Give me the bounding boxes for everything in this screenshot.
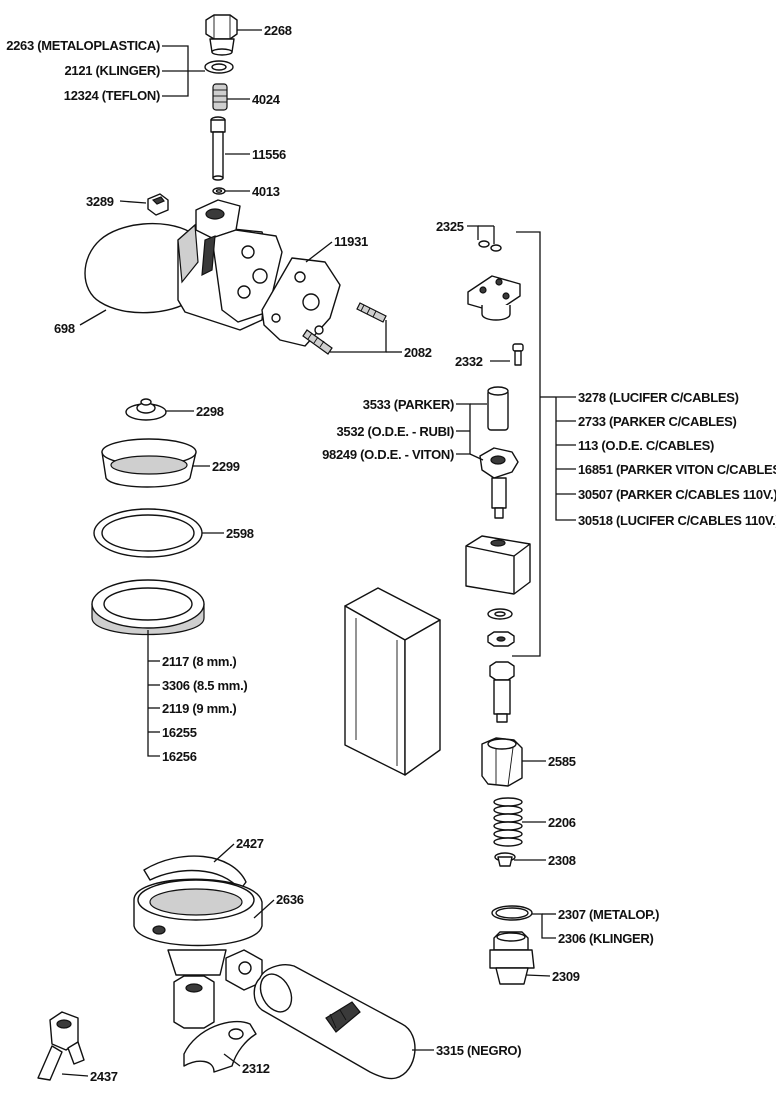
- part-spout-body: [173, 975, 215, 1029]
- part-group-body: [177, 199, 283, 331]
- part-valve-cap: [467, 275, 521, 321]
- label-3532: 3532 (O.D.E. - RUBI): [336, 424, 454, 439]
- label-30507: 30507 (PARKER C/CABLES 110V.): [578, 487, 776, 502]
- label-2263: 2263 (METALOPLASTICA): [6, 38, 160, 53]
- part-2332-screw: [512, 343, 524, 366]
- part-2082-studs: [302, 302, 387, 355]
- part-11556-shaft: [210, 116, 226, 181]
- label-2306: 2306 (KLINGER): [558, 931, 654, 946]
- part-2307-2306-washer: [491, 905, 533, 921]
- part-washer-2263-2121-12324: [204, 60, 234, 74]
- label-2308: 2308: [548, 853, 576, 868]
- label-2312: 2312: [242, 1061, 270, 1076]
- part-2308-plug: [494, 852, 516, 867]
- label-30518: 30518 (LUCIFER C/CABLES 110V.): [578, 513, 776, 528]
- label-3315: 3315 (NEGRO): [436, 1043, 521, 1058]
- label-2733: 2733 (PARKER C/CABLES): [578, 414, 737, 429]
- part-2268-plug: [205, 14, 238, 56]
- part-2117-ring: [91, 579, 205, 636]
- label-16255: 16255: [162, 725, 197, 740]
- label-2585: 2585: [548, 754, 576, 769]
- label-2121: 2121 (KLINGER): [65, 63, 161, 78]
- label-12324: 12324 (TEFLON): [64, 88, 160, 103]
- label-698: 698: [54, 321, 75, 336]
- part-3289-screw: [147, 193, 169, 216]
- label-16851: 16851 (PARKER VITON C/CABLES): [578, 462, 776, 477]
- part-4013-washer: [212, 187, 226, 195]
- label-11931: 11931: [334, 234, 368, 249]
- label-2268: 2268: [264, 23, 292, 38]
- part-2206-spring: [493, 797, 523, 847]
- label-2307: 2307 (METALOP.): [558, 907, 659, 922]
- label-2082: 2082: [404, 345, 432, 360]
- label-4024: 4024: [252, 92, 281, 107]
- label-2117: 2117 (8 mm.): [162, 654, 236, 669]
- label-113: 113 (O.D.E. C/CABLES): [578, 438, 714, 453]
- leader-lines: [61, 29, 576, 1077]
- label-16256: 16256: [162, 749, 197, 764]
- label-2309: 2309: [552, 969, 580, 984]
- label-3306: 3306 (8.5 mm.): [162, 678, 247, 693]
- part-2298-screw: [125, 398, 167, 421]
- part-2325-washers: [478, 240, 502, 252]
- part-2598-gasket: [93, 508, 203, 558]
- part-coil-washer: [487, 608, 513, 620]
- label-3289: 3289: [86, 194, 114, 209]
- part-handle-neck: [225, 949, 263, 991]
- label-2119: 2119 (9 mm.): [162, 701, 236, 716]
- label-3533: 3533 (PARKER): [363, 397, 454, 412]
- part-coil-nut: [487, 631, 515, 647]
- label-2437: 2437: [90, 1069, 118, 1084]
- part-2437-spout: [37, 1011, 85, 1081]
- label-2598: 2598: [226, 526, 254, 541]
- label-4013: 4013: [252, 184, 280, 199]
- part-4024-filter: [212, 83, 228, 111]
- label-2299: 2299: [212, 459, 240, 474]
- label-2206: 2206: [548, 815, 576, 830]
- label-2325: 2325: [436, 219, 464, 234]
- part-3315-handle: [253, 964, 416, 1080]
- part-2299-shower: [101, 438, 197, 488]
- part-698-cover: [84, 222, 193, 314]
- label-2636: 2636: [276, 892, 304, 907]
- part-2585-nut: [481, 737, 523, 787]
- part-labels: 2268 2263 (METALOPLASTICA) 2121 (KLINGER…: [6, 23, 776, 1084]
- label-3278: 3278 (LUCIFER C/CABLES): [578, 390, 739, 405]
- part-coil: [465, 535, 531, 595]
- part-2312-spout: [183, 1020, 257, 1073]
- label-11556: 11556: [252, 147, 286, 162]
- label-2332: 2332: [455, 354, 483, 369]
- part-tank: [344, 587, 441, 776]
- label-2298: 2298: [196, 404, 224, 419]
- part-3533-plunger: [487, 386, 509, 431]
- part-11931-gasket: [261, 257, 341, 347]
- part-valve-tube: [489, 661, 515, 723]
- label-98249: 98249 (O.D.E. - VITON): [322, 447, 454, 462]
- part-valve-stem: [479, 447, 519, 519]
- label-2427: 2427: [236, 836, 264, 851]
- part-2309-fitting: [489, 931, 535, 985]
- part-2636-portafilter: [133, 878, 263, 976]
